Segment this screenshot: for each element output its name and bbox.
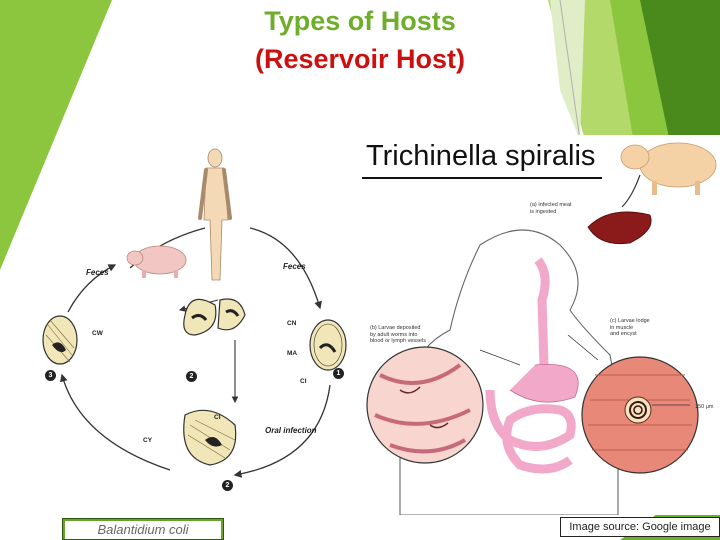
stage-number-1: 1 [333, 368, 344, 379]
annotation-c-line3: and encyst [610, 331, 650, 338]
pig-left [127, 246, 186, 278]
annotation-a: (a) Infected meat is ingested [530, 202, 572, 215]
stage-number-3: 3 [45, 370, 56, 381]
label-ci-right: CI [300, 378, 307, 385]
annotation-c-line1: (c) Larvae lodge [610, 318, 650, 325]
label-cn: CN [287, 320, 296, 327]
scale-label: 150 μm [695, 404, 713, 411]
trichinella-title-underline [362, 177, 602, 179]
stage-number-2a: 2 [186, 371, 197, 382]
annotation-a-line2: is ingested [530, 209, 572, 216]
trophozoite-left [43, 316, 77, 364]
annotation-b-line1: (b) Larvae deposited [370, 325, 426, 332]
label-cy: CY [143, 437, 152, 444]
label-ma: MA [287, 350, 297, 357]
annotation-b: (b) Larvae deposited by adult worms into… [370, 325, 426, 345]
label-feces-right: Feces [283, 262, 306, 271]
cyst-right [310, 320, 346, 370]
balantidium-caption: Balantidium coli [65, 521, 221, 539]
trichinella-title: Trichinella spiralis [366, 140, 595, 173]
binary-fission-stage [184, 299, 245, 335]
label-ci-bottom: CI [214, 414, 221, 421]
stage-number-2: 2 [222, 480, 233, 491]
cycle-arrow-bottom-left [62, 375, 170, 470]
balantidium-lifecycle-diagram [30, 140, 360, 500]
label-feces-left: Feces [86, 268, 109, 277]
annotation-b-line3: blood or lymph vessels [370, 338, 426, 345]
slide-title: Types of Hosts [0, 6, 720, 37]
inset-circle-vessels [367, 347, 483, 463]
human-figure [200, 149, 230, 280]
balantidium-caption-box: Balantidium coli [62, 518, 224, 540]
annotation-c: (c) Larvae lodge in muscle and encyst [610, 318, 650, 338]
annotation-a-line1: (a) Infected meat [530, 202, 572, 209]
slide-subtitle: (Reservoir Host) [0, 44, 720, 75]
label-cw: CW [92, 330, 103, 337]
image-source-label: Image source: Google image [560, 517, 720, 537]
trophozoite-bottom [184, 410, 236, 465]
label-oral-infection: Oral infection [265, 426, 317, 435]
